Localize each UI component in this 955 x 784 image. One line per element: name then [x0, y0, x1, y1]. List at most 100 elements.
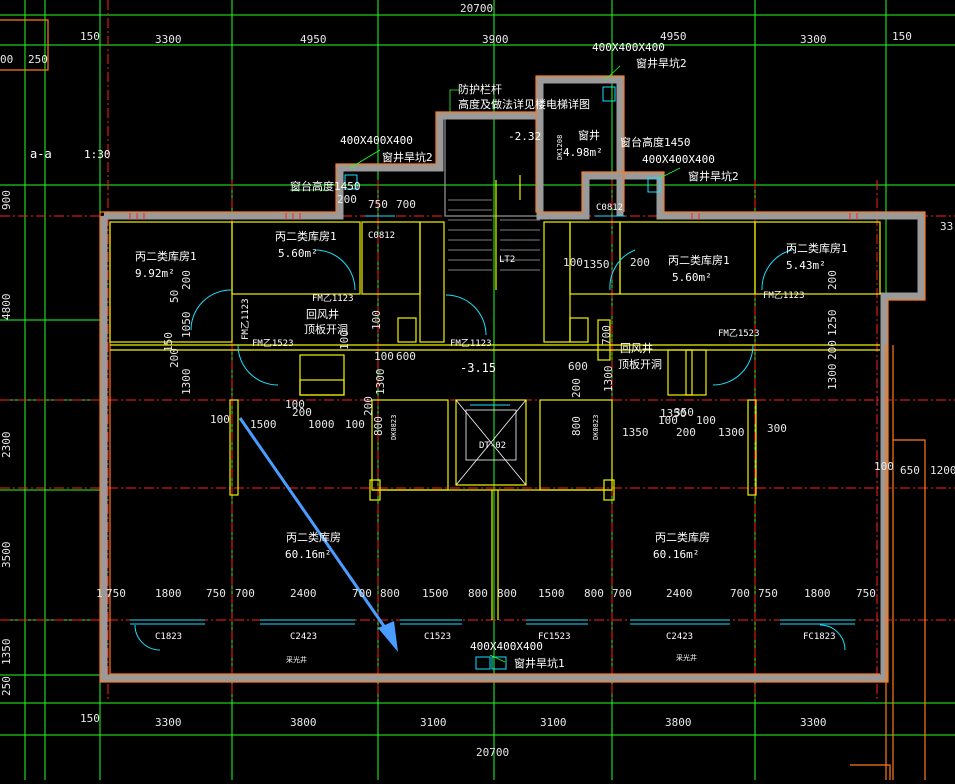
note-railing: 防护栏杆 [458, 82, 502, 96]
dim-inner-l3: 200 [180, 270, 193, 290]
room-5-name: 丙二类库房 [286, 530, 341, 544]
dim-inner-r19: 100 [874, 460, 894, 473]
well-label-right: 窗井旱坑2 [688, 169, 739, 183]
dim-inner-l15: 600 [396, 350, 416, 363]
exterior-wall-outline [0, 19, 926, 780]
dim-inner-r7: 1300 [602, 366, 615, 393]
fragment-250: 250 [28, 53, 48, 66]
window-strips [130, 215, 855, 625]
annotation-arrow [238, 417, 398, 652]
well-size-top: 400X400X400 [592, 41, 665, 54]
dim-inner-r14: 300 [767, 422, 787, 435]
room-3-area: 5.60m² [672, 271, 712, 284]
strip-dim-18: 1800 [804, 587, 831, 600]
strip-dim-1: 1 [96, 587, 103, 600]
dim-inner-r12: 100 [696, 414, 716, 427]
dim-inner-r5: 700 [600, 325, 613, 345]
overall-dimension-bottom: 20700 [476, 746, 509, 759]
duct-left-2: 顶板开洞 [304, 322, 348, 336]
strip-dim-11: 800 [497, 587, 517, 600]
duct-left-1: 回风井 [306, 307, 339, 321]
dim-750: 750 [368, 198, 388, 211]
dim-bottom-3: 3800 [290, 716, 317, 729]
window-c0812-right: C0812 [596, 203, 623, 213]
dim-inner-r13: 1300 [718, 426, 745, 439]
room-1-area: 9.92m² [135, 267, 175, 280]
well-size-right: 400X400X400 [642, 153, 715, 166]
dim-bottom-5: 3100 [540, 716, 567, 729]
well-area: 4.98m² [563, 146, 603, 159]
dim-inner-r6: 600 [568, 360, 588, 373]
dim-top-1: 150 [80, 30, 100, 43]
dim-inner-r2: 200 [630, 256, 650, 269]
dim-left-4: 3500 [0, 542, 13, 569]
dim-inner-r1: 1350 [583, 258, 610, 271]
dim-inner-l13: 100 [370, 310, 383, 330]
strip-dim-5: 700 [235, 587, 255, 600]
room-2-name: 丙二类库房1 [275, 229, 337, 243]
dim-bottom-2: 3300 [155, 716, 182, 729]
dim-inner-r16: 200 [826, 340, 839, 360]
door-dk-hall: DK0823 [390, 415, 398, 440]
window-c1823: C1823 [155, 632, 182, 642]
dim-bottom-4: 3100 [420, 716, 447, 729]
dim-inner-l12: 100 [345, 418, 365, 431]
well-label-top: 窗井旱坑2 [636, 56, 687, 70]
dim-bottom-7: 3300 [800, 716, 827, 729]
dim-200-top: 200 [337, 193, 357, 206]
dim-top-3: 4950 [300, 33, 327, 46]
dim-inner-l7: 100 [210, 413, 230, 426]
dim-inner-l17: 200 [362, 396, 375, 416]
strip-dim-10: 800 [468, 587, 488, 600]
strip-dim-19: 750 [856, 587, 876, 600]
well-size-left: 400X400X400 [340, 134, 413, 147]
sill-height-right: 窗台高度1450 [620, 135, 691, 149]
door-swings [134, 249, 846, 651]
strip-dim-9: 1500 [422, 587, 449, 600]
strip-dim-2: 750 [106, 587, 126, 600]
dim-left-6: 250 [0, 676, 13, 696]
room-1-name: 丙二类库房1 [135, 249, 197, 263]
well-pits [344, 86, 661, 670]
sill-height-left: 窗台高度1450 [290, 179, 361, 193]
fragment-650: 650 [900, 464, 920, 477]
door-fm-right2: FM乙1523 [718, 328, 760, 339]
note-railing-detail: 高度及做法详见楼电梯详图 [458, 97, 590, 111]
dim-bottom-6: 3800 [665, 716, 692, 729]
window-c0812-left: C0812 [368, 231, 395, 241]
leader-lines [290, 65, 681, 663]
well-size-bottom: 400X400X400 [470, 640, 543, 653]
dim-inner-l5: 200 [168, 348, 181, 368]
interior-walls [109, 115, 881, 620]
dim-top-2: 3300 [155, 33, 182, 46]
dim-inner-l2: 50 [168, 290, 181, 303]
window-c2423-right: C2423 [666, 632, 693, 642]
dim-inner-l4: 150 [162, 332, 175, 352]
overall-dimension-top: 20700 [460, 2, 493, 15]
strip-dim-13: 800 [584, 587, 604, 600]
door-fm-center: FM乙1123 [450, 338, 492, 349]
strip-dim-16: 700 [730, 587, 750, 600]
well-name: 窗井 [578, 128, 600, 142]
light-well-left: 采光井 [286, 655, 307, 664]
dim-inner-l11: 1000 [308, 418, 335, 431]
fragment-33: 33 [940, 220, 953, 233]
dim-inner-r9: 100 [658, 414, 678, 427]
dim-inner-r11: 200 [676, 426, 696, 439]
dim-left-1: 900 [0, 190, 13, 210]
dim-left-3: 2300 [0, 432, 13, 459]
section-scale: 1:30 [84, 148, 111, 161]
strip-dim-3: 1800 [155, 587, 182, 600]
door-dk-top: DK1208 [556, 135, 564, 160]
dim-inner-r17: 1250 [826, 310, 839, 337]
dim-inner-l10: 200 [292, 406, 312, 419]
window-c1523: C1523 [424, 632, 451, 642]
door-fm-left-vertical: FM乙1123 [240, 298, 251, 340]
dim-inner-r10: 1350 [660, 407, 687, 420]
dim-left-2: 4800 [0, 294, 13, 321]
dim-inner-r20: 800 [570, 416, 583, 436]
dim-bottom-1: 150 [80, 712, 100, 725]
dim-inner-l1: 1050 [180, 312, 193, 339]
